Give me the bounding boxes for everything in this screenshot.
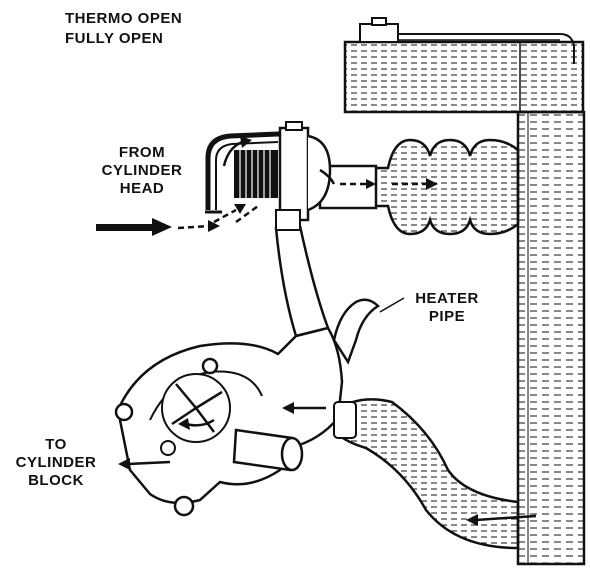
label-from-line-2: CYLINDER	[92, 162, 192, 180]
label-heater-line-1: HEATER	[402, 290, 492, 308]
label-block-line-3: BLOCK	[8, 472, 104, 490]
radiator-top-tank	[345, 42, 583, 112]
dashed-inflow-arrows	[178, 206, 258, 228]
main-inflow-arrow	[96, 218, 172, 236]
heater-pipe	[334, 298, 404, 362]
top-hose	[372, 140, 518, 234]
bottom-hose	[334, 399, 518, 548]
label-from-line-1: FROM	[92, 144, 192, 162]
bypass-hose	[276, 210, 328, 336]
thermostat-bellows	[234, 150, 278, 198]
title-line-2: FULLY OPEN	[65, 30, 163, 48]
label-block-line-1: TO	[8, 436, 104, 454]
label-heater-line-2: PIPE	[402, 308, 492, 326]
label-from-line-3: HEAD	[92, 180, 192, 198]
pump-impeller	[162, 374, 230, 442]
title-line-1: THERMO OPEN	[65, 10, 182, 28]
water-pump	[116, 328, 342, 515]
label-block-line-2: CYLINDER	[8, 454, 104, 472]
radiator-core	[518, 112, 584, 564]
